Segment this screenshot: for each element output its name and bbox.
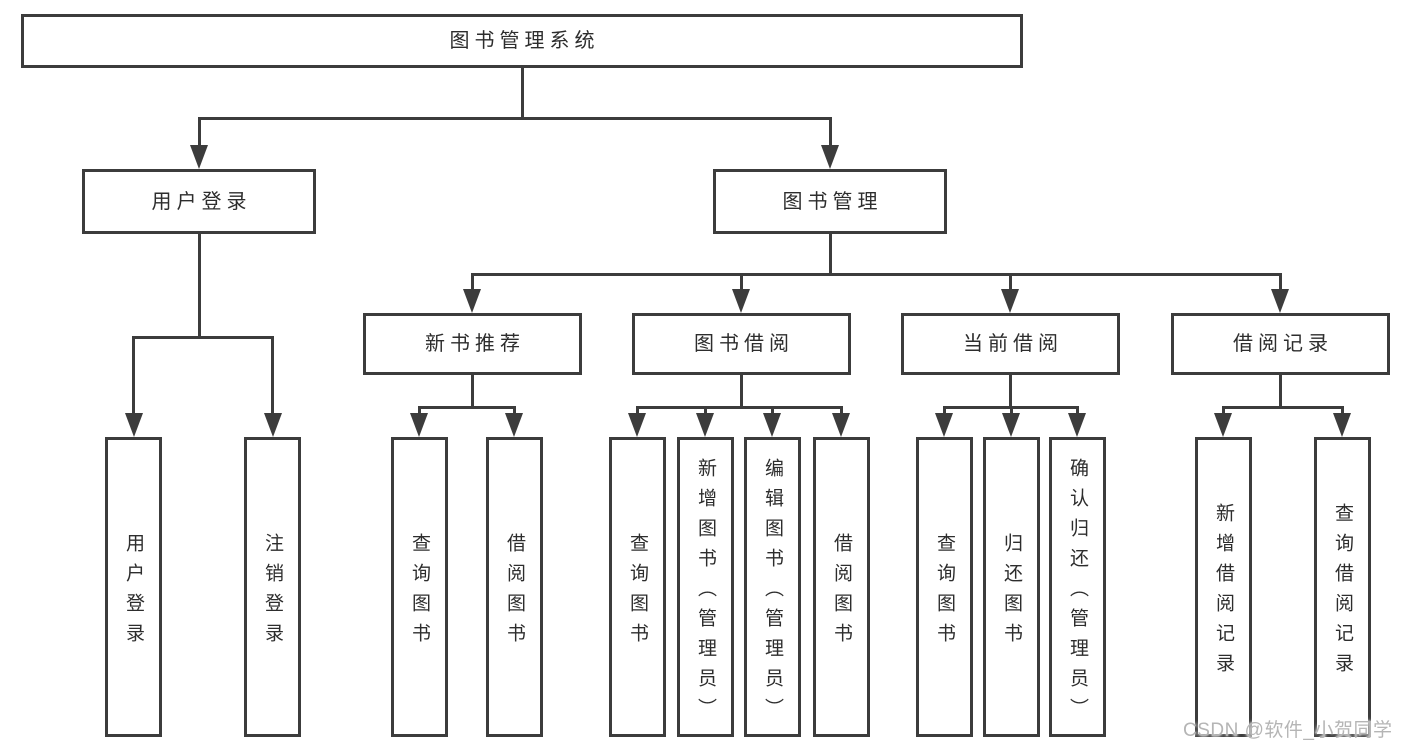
node-library-management-system: 图书管理系统 xyxy=(21,14,1023,68)
connector-drop-borrow-records xyxy=(1279,273,1282,293)
arrowhead-user-login xyxy=(190,145,208,169)
connector-user-login-stem xyxy=(198,234,201,339)
connector-new-books-branch xyxy=(418,406,516,409)
connector-drop-leaf xyxy=(271,336,274,414)
leaf-add-books-admin: 新增图书（管理员） xyxy=(677,437,734,737)
node-user-login: 用户登录 xyxy=(82,169,316,234)
node-new-books: 新书推荐 xyxy=(363,313,582,375)
arrowhead-leaf xyxy=(1068,413,1086,437)
leaf-label: 确认归还（管理员） xyxy=(1067,457,1088,728)
arrowhead-leaf xyxy=(1214,413,1232,437)
node-label: 图书管理系统 xyxy=(449,30,600,52)
leaf-label: 注销登录 xyxy=(262,532,283,653)
arrowhead-leaf xyxy=(1333,413,1351,437)
connector-drop-leaf xyxy=(704,406,707,416)
arrowhead-leaf xyxy=(125,413,143,437)
leaf-label: 新增图书（管理员） xyxy=(695,457,716,728)
connector-drop-leaf xyxy=(1010,406,1013,416)
leaf-label: 查询图书 xyxy=(409,532,430,653)
connector-root-stem xyxy=(521,66,524,120)
arrowhead-leaf xyxy=(763,413,781,437)
node-label: 用户登录 xyxy=(151,190,252,213)
leaf-logout: 注销登录 xyxy=(244,437,301,737)
connector-drop-new-books xyxy=(471,273,474,293)
connector-drop-leaf xyxy=(771,406,774,416)
leaf-query-books-1: 查询图书 xyxy=(391,437,448,737)
leaf-label: 编辑图书（管理员） xyxy=(762,457,783,728)
connector-drop-leaf xyxy=(418,406,421,416)
leaf-label: 新增借阅记录 xyxy=(1213,502,1234,683)
arrowhead-leaf xyxy=(696,413,714,437)
connector-current-borrow-stem xyxy=(1009,373,1012,409)
node-book-borrow: 图书借阅 xyxy=(632,313,851,375)
node-label: 借阅记录 xyxy=(1233,333,1333,355)
leaf-label: 查询图书 xyxy=(627,532,648,653)
leaf-query-books-3: 查询图书 xyxy=(916,437,973,737)
arrowhead-current-borrow xyxy=(1001,289,1019,313)
leaf-label: 归还图书 xyxy=(1001,532,1022,653)
connector-root-branch xyxy=(198,117,832,120)
leaf-query-books-2: 查询图书 xyxy=(609,437,666,737)
csdn-watermark: CSDN @软件_小贺同学 xyxy=(1183,720,1393,741)
connector-drop-leaf xyxy=(636,406,639,416)
connector-borrow-records-stem xyxy=(1279,373,1282,409)
node-label: 图书管理 xyxy=(782,190,883,213)
arrowhead-leaf xyxy=(1002,413,1020,437)
node-label: 新书推荐 xyxy=(425,333,525,355)
arrowhead-leaf xyxy=(832,413,850,437)
connector-drop-current-borrow xyxy=(1009,273,1012,293)
connector-new-books-stem xyxy=(471,373,474,409)
connector-drop-leaf xyxy=(1222,406,1225,416)
node-label: 图书借阅 xyxy=(694,333,794,355)
leaf-label: 借阅图书 xyxy=(831,532,852,653)
connector-drop-leaf xyxy=(840,406,843,416)
node-current-borrow: 当前借阅 xyxy=(901,313,1120,375)
connector-user-login-branch xyxy=(132,336,274,339)
arrowhead-leaf xyxy=(410,413,428,437)
leaf-add-borrow-record: 新增借阅记录 xyxy=(1195,437,1252,737)
arrowhead-book-borrow xyxy=(732,289,750,313)
leaf-label: 用户登录 xyxy=(123,532,144,653)
node-book-management: 图书管理 xyxy=(713,169,947,234)
leaf-label: 查询借阅记录 xyxy=(1332,502,1353,683)
arrowhead-new-books xyxy=(463,289,481,313)
leaf-label: 查询图书 xyxy=(934,532,955,653)
connector-drop-book-borrow xyxy=(740,273,743,293)
arrowhead-leaf xyxy=(264,413,282,437)
leaf-query-borrow-record: 查询借阅记录 xyxy=(1314,437,1371,737)
connector-borrow-records-branch xyxy=(1222,406,1344,409)
leaf-edit-books-admin: 编辑图书（管理员） xyxy=(744,437,801,737)
connector-book-borrow-stem xyxy=(740,373,743,409)
node-label: 当前借阅 xyxy=(963,333,1063,355)
leaf-borrow-books-1: 借阅图书 xyxy=(486,437,543,737)
connector-book-borrow-branch xyxy=(636,406,843,409)
connector-book-management-branch xyxy=(471,273,1282,276)
leaf-user-login: 用户登录 xyxy=(105,437,162,737)
arrowhead-leaf xyxy=(935,413,953,437)
arrowhead-book-management xyxy=(821,145,839,169)
leaf-confirm-return-admin: 确认归还（管理员） xyxy=(1049,437,1106,737)
connector-drop-leaf xyxy=(1076,406,1079,416)
connector-drop-leaf xyxy=(1341,406,1344,416)
leaf-borrow-books-2: 借阅图书 xyxy=(813,437,870,737)
connector-drop-book-management xyxy=(829,117,832,150)
connector-book-management-stem xyxy=(829,234,832,276)
arrowhead-borrow-records xyxy=(1271,289,1289,313)
connector-drop-user-login xyxy=(198,117,201,150)
node-borrow-records: 借阅记录 xyxy=(1171,313,1390,375)
arrowhead-leaf xyxy=(628,413,646,437)
connector-drop-leaf xyxy=(513,406,516,416)
arrowhead-leaf xyxy=(505,413,523,437)
leaf-label: 借阅图书 xyxy=(504,532,525,653)
connector-drop-leaf xyxy=(132,336,135,414)
leaf-return-books: 归还图书 xyxy=(983,437,1040,737)
connector-drop-leaf xyxy=(943,406,946,416)
